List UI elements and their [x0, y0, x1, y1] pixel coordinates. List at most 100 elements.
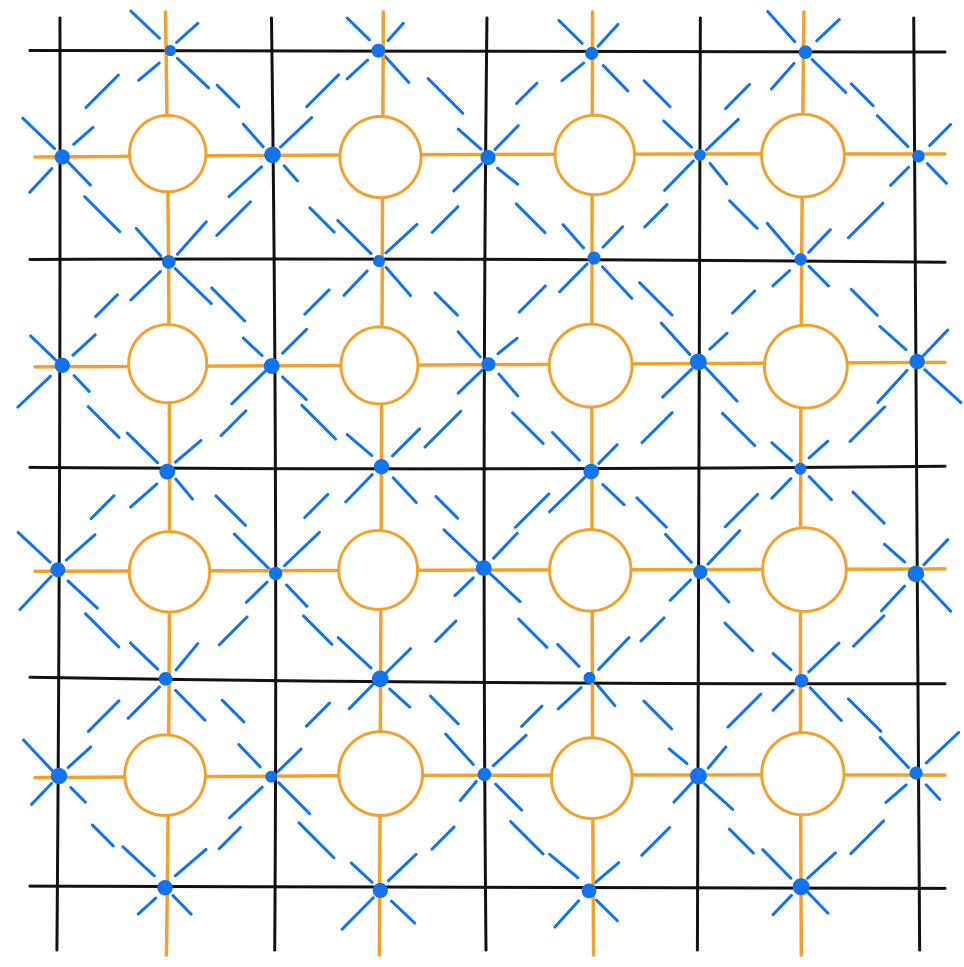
- blue-gap-dash: [635, 496, 668, 529]
- blue-diagonal-stroke: [456, 127, 483, 151]
- blue-gap-dash: [639, 616, 666, 643]
- blue-node: [583, 671, 596, 684]
- blue-gap-dash: [217, 825, 242, 851]
- orange-ring: [760, 731, 846, 817]
- blue-diagonal-stroke: [815, 18, 841, 43]
- orange-ring: [127, 530, 212, 614]
- blue-diagonal-stroke: [594, 861, 621, 884]
- blue-diagonal-stroke: [770, 441, 794, 463]
- blue-diagonal-stroke: [668, 578, 693, 602]
- blue-node: [265, 770, 278, 783]
- orange-ring: [127, 323, 209, 405]
- blue-gap-dash: [846, 201, 885, 240]
- blue-diagonal-stroke: [878, 324, 908, 352]
- blue-diagonal-stroke: [771, 688, 795, 712]
- blue-diagonal-stroke: [561, 223, 586, 250]
- blue-diagonal-stroke: [708, 331, 729, 351]
- blue-node: [792, 878, 810, 896]
- blue-diagonal-stroke: [227, 165, 264, 199]
- blue-node: [587, 251, 601, 265]
- blue-gap-dash: [723, 492, 760, 529]
- blue-diagonal-stroke: [390, 427, 422, 458]
- blue-diagonal-stroke: [282, 164, 299, 183]
- blue-diagonal-stroke: [385, 647, 413, 674]
- blue-diagonal-stroke: [137, 61, 161, 82]
- blue-diagonal-stroke: [596, 22, 620, 48]
- blue-diagonal-stroke: [771, 269, 792, 288]
- blue-diagonal-stroke: [174, 688, 207, 722]
- blue-gap-dash: [726, 692, 763, 729]
- blue-diagonal-stroke: [453, 576, 475, 598]
- blue-gap-dash: [638, 281, 674, 317]
- blue-node-layer: [50, 43, 925, 899]
- blue-diagonal-stroke: [659, 321, 692, 356]
- blue-diagonal-stroke: [922, 538, 950, 567]
- blue-node: [158, 672, 173, 686]
- blue-diagonal-stroke: [276, 747, 303, 774]
- blue-gap-dash: [643, 203, 669, 229]
- blue-node: [909, 353, 925, 370]
- blue-diagonal-stroke: [349, 861, 374, 884]
- blue-diagonal-stroke: [548, 475, 587, 514]
- blue-diagonal-stroke: [921, 579, 953, 613]
- blue-diagonal-stroke: [279, 116, 314, 149]
- blue-diagonal-stroke: [496, 166, 520, 186]
- blue-node: [263, 358, 280, 374]
- blue-gap-dash: [94, 293, 119, 319]
- blue-diagonal-stroke: [390, 899, 417, 925]
- blue-diagonal-stroke: [807, 641, 841, 674]
- blue-diagonal-stroke: [281, 327, 309, 355]
- blue-diagonal-stroke: [488, 571, 522, 604]
- blue-diagonal-stroke: [30, 781, 53, 806]
- blue-diagonal-stroke: [442, 528, 479, 564]
- blue-gap-dash: [300, 403, 338, 441]
- blue-gap-dash: [511, 411, 545, 445]
- blue-diagonal-stroke: [771, 893, 793, 917]
- blue-diagonal-stroke: [928, 123, 953, 148]
- blue-diagonal-stroke: [386, 21, 405, 43]
- blue-diagonal-stroke: [807, 475, 833, 502]
- blue-gap-dash: [83, 612, 121, 649]
- blue-diagonal-stroke: [921, 328, 950, 358]
- blue-diagonal-stroke: [128, 641, 160, 671]
- blue-diagonal-stroke: [924, 783, 942, 801]
- blue-gap-dash: [434, 619, 458, 643]
- blue-gap-dash: [849, 287, 879, 317]
- blue-diagonal-stroke: [702, 782, 735, 811]
- blue-node: [794, 462, 807, 475]
- blue-node: [912, 149, 925, 163]
- blue-node: [583, 463, 600, 480]
- blue-gap-dash: [297, 821, 336, 860]
- blue-node: [689, 353, 707, 371]
- blue-node: [481, 357, 496, 372]
- blue-gap-dash: [515, 81, 539, 105]
- blue-gap-dash: [642, 699, 674, 731]
- blue-gap-dash: [430, 205, 460, 234]
- orange-ring: [337, 730, 425, 817]
- blue-gap-dash: [517, 284, 547, 314]
- blue-diagonal-stroke: [703, 365, 739, 403]
- blue-node: [161, 255, 176, 269]
- orange-ring: [128, 113, 208, 194]
- blue-node: [372, 882, 388, 899]
- blue-diagonal-stroke: [285, 583, 309, 608]
- blue-diagonal-stroke: [452, 162, 483, 193]
- blue-diagonal-stroke: [761, 848, 793, 880]
- blue-diagonal-stroke: [600, 265, 634, 300]
- orange-ring: [553, 113, 636, 197]
- blue-diagonal-stroke: [173, 847, 208, 878]
- orange-ring: [549, 736, 634, 821]
- blue-diagonal-stroke: [491, 531, 519, 560]
- blue-node: [694, 149, 706, 161]
- blue-gap-dash: [852, 614, 886, 648]
- blue-gap-dash: [426, 77, 465, 115]
- blue-node: [794, 673, 809, 688]
- blue-node: [909, 766, 923, 780]
- blue-diagonal-stroke: [808, 686, 843, 723]
- blue-diagonal-stroke: [769, 61, 796, 91]
- blue-diagonal-stroke: [173, 267, 213, 306]
- orange-ring: [339, 325, 420, 406]
- blue-diagonal-stroke: [558, 262, 589, 294]
- orange-ring: [761, 526, 848, 613]
- orange-ring-layer: [123, 112, 849, 821]
